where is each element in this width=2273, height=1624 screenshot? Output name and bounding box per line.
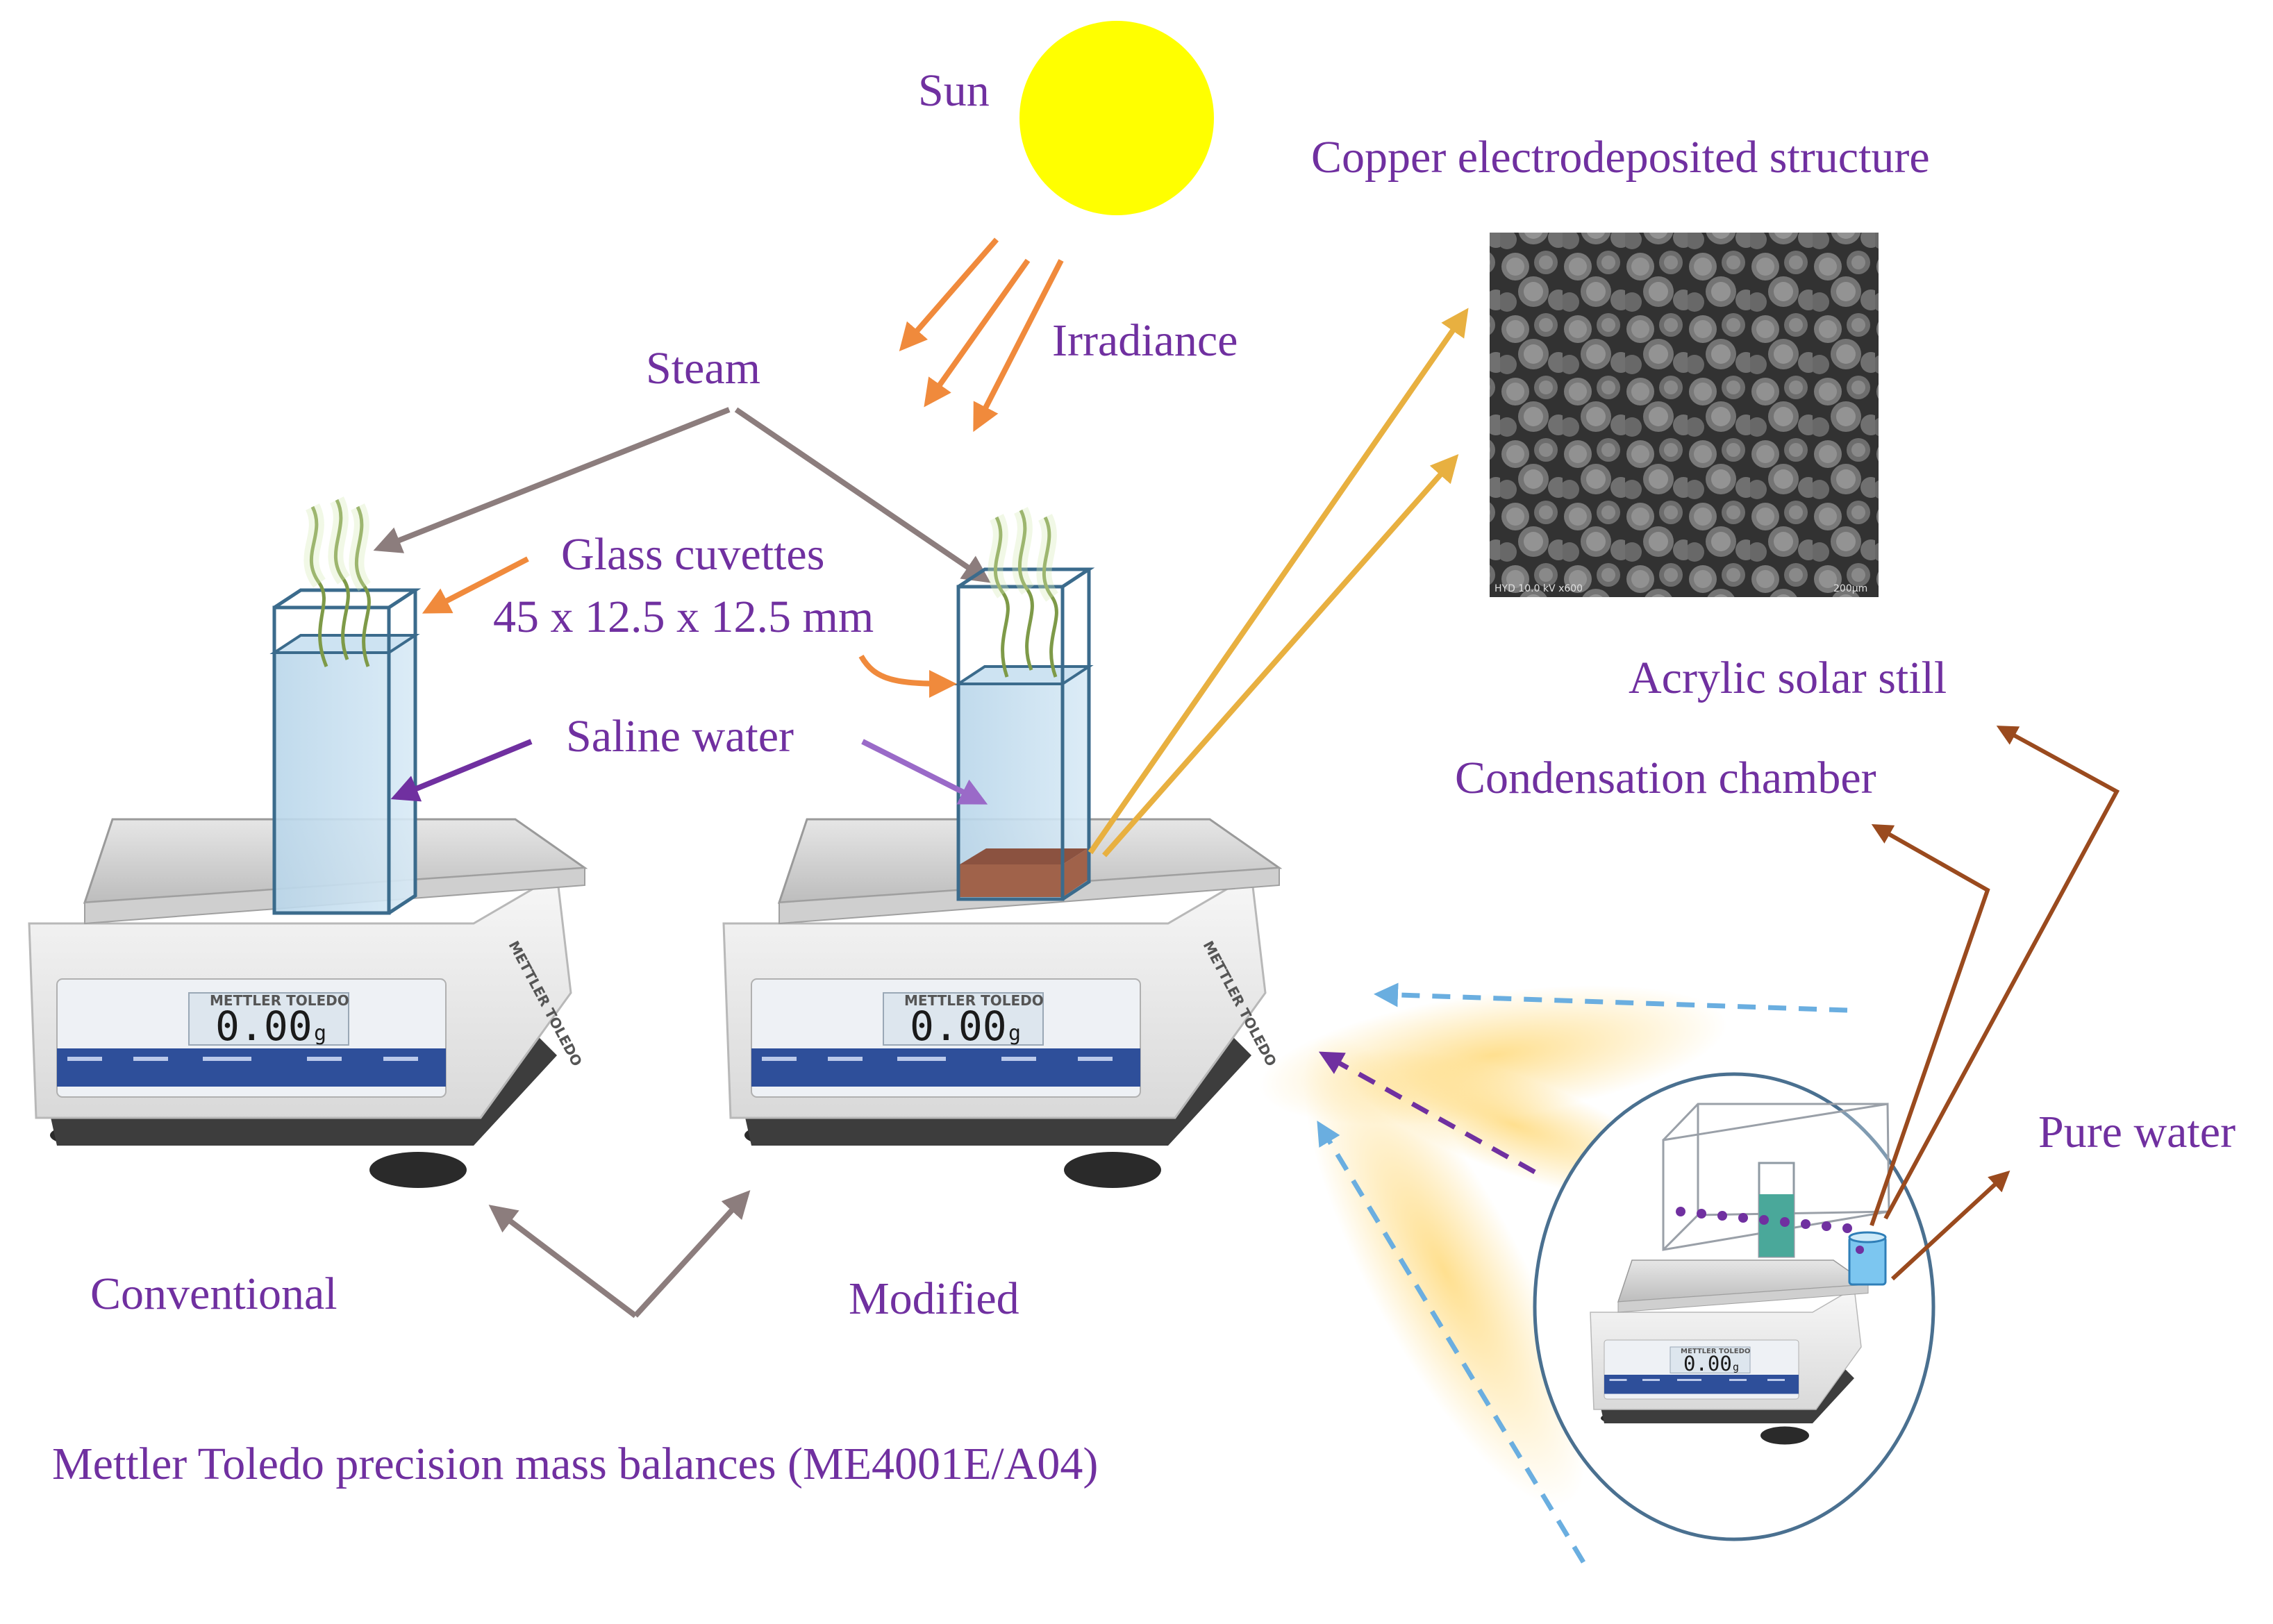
modified-label: Modified [849, 1273, 1019, 1324]
cuvette-arrows [422, 556, 957, 698]
sun-label: Sun [918, 65, 990, 116]
steam-arrows [373, 407, 991, 583]
steam-label: Steam [646, 343, 760, 394]
balance-brand-front: METTLER TOLEDO [904, 992, 1044, 1009]
sem-caption-left: HYD 10.0 kV x600 [1494, 583, 1583, 594]
balance-display-value: 0.00 [215, 1003, 313, 1050]
still-arrows [1870, 726, 2120, 1281]
sun-icon [1019, 21, 1214, 215]
copper-layer [960, 848, 1088, 897]
balance-brand-front: METTLER TOLEDO [210, 992, 349, 1009]
acrylic-still-label: Acrylic solar still [1629, 653, 1947, 703]
conventional-label: Conventional [90, 1269, 338, 1319]
saline-water-label: Saline water [566, 711, 794, 762]
glass-cuvettes-label: Glass cuvettes [561, 529, 824, 580]
sem-micrograph-icon: HYD 10.0 kV x600 200μm [1490, 233, 1879, 597]
light-glow [1303, 1035, 1586, 1507]
balance-brand-front: METTLER TOLEDO [1681, 1348, 1750, 1355]
steam-glow [988, 507, 1059, 602]
saline-arrows [390, 739, 988, 805]
condensation-dots [1676, 1207, 1852, 1233]
steam-glow [303, 496, 372, 592]
balances-caption: Mettler Toledo precision mass balances (… [52, 1439, 1098, 1489]
balance-arrows [488, 1190, 751, 1319]
balance-display-unit: g [1008, 1021, 1021, 1046]
pure-water-label: Pure water [2038, 1107, 2235, 1157]
sem-caption-right: 200μm [1833, 583, 1867, 594]
condensation-chamber-label: Condensation chamber [1455, 753, 1876, 803]
balance-display-value: 0.00 [910, 1003, 1007, 1050]
cuvette-dims-label: 45 x 12.5 x 12.5 mm [493, 592, 874, 642]
cuvette-modified [954, 567, 1095, 901]
copper-structure-label: Copper electrodeposited structure [1311, 132, 1930, 183]
steam-icon [993, 509, 1058, 678]
mass-balance-icon: 0.00 g METTLER TOLEDO [1590, 1259, 1869, 1446]
irradiance-label: Irradiance [1052, 315, 1238, 366]
cuvette-conventional [269, 588, 422, 915]
balance-display-unit: g [1733, 1361, 1739, 1373]
copper-arrows [1088, 308, 1469, 857]
irradiance-arrows [899, 237, 1064, 433]
steam-icon [309, 499, 371, 667]
balance-display-unit: g [314, 1021, 326, 1046]
balance-display-value: 0.00 [1683, 1352, 1732, 1375]
light-dashed-arrows [1317, 982, 1848, 1564]
pure-water-beaker [1848, 1231, 1887, 1286]
